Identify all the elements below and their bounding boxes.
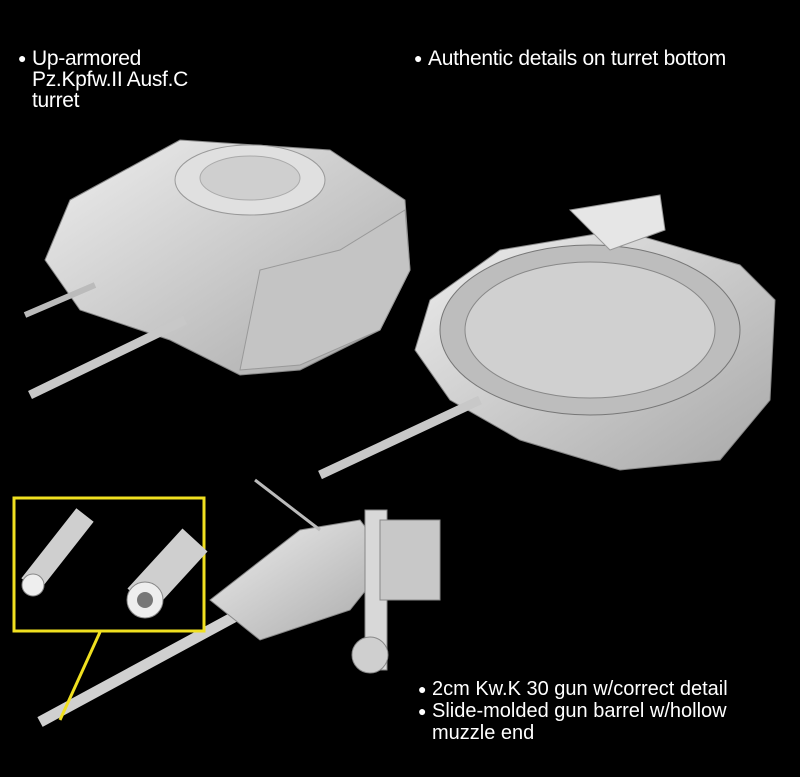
caption-line: Authentic details on turret bottom xyxy=(428,47,726,70)
caption-turret-bottom: ●Authentic details on turret bottom xyxy=(414,47,726,70)
caption-line: Pz.Kpfw.II Ausf.C xyxy=(32,68,188,91)
caption-line: Up-armored xyxy=(32,47,142,70)
caption-line: 2cm Kw.K 30 gun w/correct detail xyxy=(432,678,728,700)
turret-top-render xyxy=(23,139,411,400)
caption-gun: ●2cm Kw.K 30 gun w/correct detail ●Slide… xyxy=(418,678,728,744)
caption-turret-top: ●Up-armored Pz.Kpfw.II Ausf.C turret xyxy=(18,47,188,112)
caption-line: muzzle end xyxy=(432,722,535,744)
gun-render xyxy=(37,478,441,727)
muzzle-detail-inset xyxy=(12,496,208,721)
turret-bottom-render xyxy=(318,194,776,480)
caption-line: turret xyxy=(32,89,80,112)
caption-line: Slide-molded gun barrel w/hollow xyxy=(432,700,727,722)
